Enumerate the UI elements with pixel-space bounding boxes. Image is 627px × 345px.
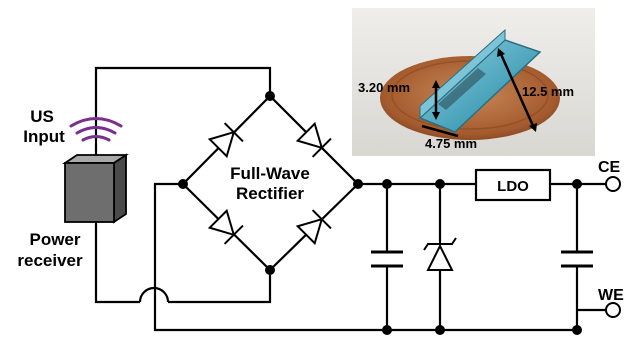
- diode-top-left: [207, 122, 244, 159]
- we-terminal-node: [605, 302, 621, 318]
- diode-top-right: [295, 121, 332, 158]
- rectifier-diodes: [207, 121, 332, 246]
- power-receiver-label-line2: receiver: [17, 251, 83, 270]
- length-dimension-arrow: [498, 51, 536, 129]
- wire-receiver-bottom-right: [168, 270, 272, 304]
- wire-ground-rail: [153, 182, 579, 332]
- rectifier-label-line2: Rectifier: [236, 184, 304, 203]
- us-input-label-line1: US: [30, 107, 54, 126]
- diode-bottom-right: [295, 209, 332, 246]
- diode-bottom-left: [207, 208, 244, 245]
- wire-receiver-bottom-left: [94, 222, 140, 304]
- zener-diode: [423, 237, 457, 271]
- photo-dim-length: 12.5 mm: [522, 84, 574, 99]
- rectifier-label-line1: Full-Wave: [230, 164, 310, 183]
- ldo-label: LDO: [497, 178, 529, 195]
- photo-dim-height: 3.20 mm: [358, 80, 410, 95]
- we-terminal-label: WE: [598, 287, 624, 304]
- capacitors: [371, 250, 593, 268]
- junction-dots: [178, 91, 582, 335]
- width-dimension-arrow: [421, 124, 459, 138]
- rectifier-bridge: [181, 95, 360, 272]
- ldo-block: [474, 168, 552, 202]
- implant-device: [418, 28, 542, 133]
- ce-terminal-node: [605, 176, 621, 192]
- wire-receiver-top: [94, 66, 272, 155]
- ce-terminal-label: CE: [598, 159, 621, 176]
- photo-dim-width: 4.75 mm: [425, 136, 477, 151]
- device-photo: 3.20 mm 4.75 mm 12.5 mm: [352, 8, 595, 156]
- us-input-label-line2: Input: [23, 127, 65, 146]
- power-receiver-label-line1: Power: [29, 230, 80, 249]
- ultrasound-waves-icon: [69, 117, 123, 142]
- power-receiver-cube-icon: [62, 153, 129, 224]
